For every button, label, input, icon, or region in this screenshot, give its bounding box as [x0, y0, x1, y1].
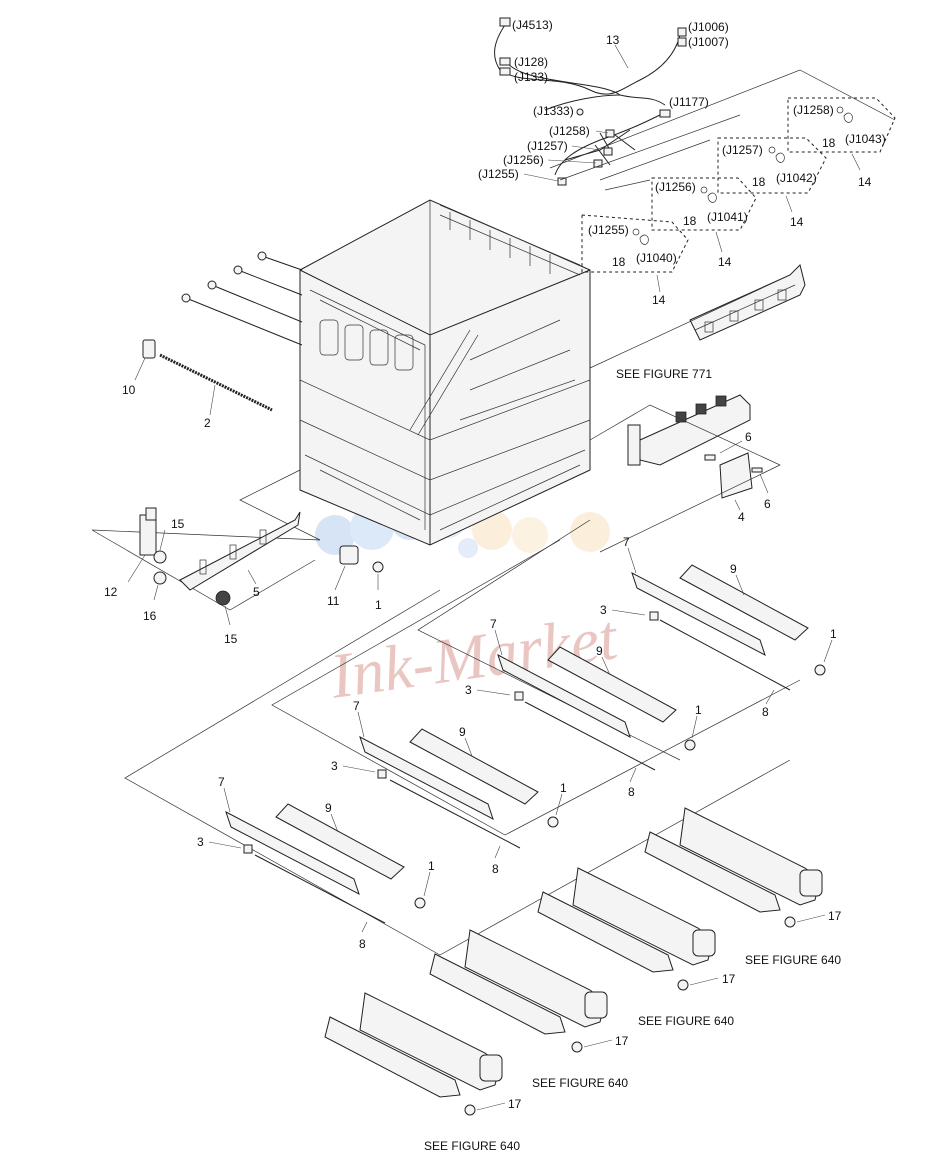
callout-13: 13: [606, 33, 620, 47]
ref-see-figure-640-d: SEE FIGURE 640: [424, 1139, 520, 1153]
drum-unit-2: [537, 867, 716, 991]
main-chassis-frame: [299, 199, 591, 546]
callout-3-a: 3: [600, 603, 607, 617]
callout-18-b: 18: [683, 214, 697, 228]
part-2-rod: [159, 353, 273, 412]
callout-9-c: 9: [459, 725, 466, 739]
callout-1-d: 1: [560, 781, 567, 795]
subassembly-14-a: [581, 214, 689, 273]
connector-j1333: (J1333): [533, 104, 574, 118]
subassembly-14-b: [651, 177, 757, 231]
rail-set-3: [359, 728, 559, 849]
callout-18-c: 18: [752, 175, 766, 189]
callout-14-c: 14: [790, 215, 804, 229]
callout-9-d: 9: [325, 801, 332, 815]
connector-j1256: (J1256): [655, 180, 696, 194]
callout-17-c: 17: [615, 1034, 629, 1048]
callout-14-a: 14: [652, 293, 666, 307]
connector-j1043: (J1043): [845, 132, 886, 146]
drum-unit-1: [644, 807, 823, 928]
callout-2: 2: [204, 416, 211, 430]
callout-5: 5: [253, 585, 260, 599]
callout-11: 11: [327, 594, 340, 608]
connector-j1255-main: (J1255): [478, 167, 519, 181]
screws-left: [181, 251, 303, 346]
callout-7-c: 7: [353, 699, 360, 713]
callout-6-b: 6: [764, 497, 771, 511]
ref-see-figure-640-a: SEE FIGURE 640: [745, 953, 841, 967]
callout-8-b: 8: [628, 785, 635, 799]
connector-j1042: (J1042): [776, 171, 817, 185]
bracket-lines-top: [549, 69, 896, 191]
callout-7-d: 7: [218, 775, 225, 789]
drum-unit-3: [429, 929, 608, 1053]
connector-j1040: (J1040): [636, 251, 677, 265]
callout-16: 16: [143, 609, 157, 623]
callout-7-a: 7: [623, 535, 630, 549]
callout-3-b: 3: [465, 683, 472, 697]
callout-17-a: 17: [828, 909, 842, 923]
rail-set-1: [631, 564, 826, 691]
callout-14-d: 14: [858, 175, 872, 189]
callout-15-a: 15: [171, 517, 185, 531]
callout-17-d: 17: [508, 1097, 522, 1111]
callout-4: 4: [738, 510, 745, 524]
drum-unit-4: [324, 992, 503, 1116]
callout-1-a: 1: [375, 598, 382, 612]
connector-j1257: (J1257): [722, 143, 763, 157]
connector-j1006: (J1006): [688, 20, 729, 34]
connector-j4513: (J4513): [512, 18, 553, 32]
connector-j133: (J133): [514, 70, 548, 84]
ref-see-figure-640-b: SEE FIGURE 640: [638, 1014, 734, 1028]
ref-see-figure-640-c: SEE FIGURE 640: [532, 1076, 628, 1090]
callout-9-a: 9: [730, 562, 737, 576]
callout-8-d: 8: [359, 937, 366, 951]
callout-3-d: 3: [197, 835, 204, 849]
callout-3-c: 3: [331, 759, 338, 773]
callout-15-b: 15: [224, 632, 238, 646]
callout-8-c: 8: [492, 862, 499, 876]
callout-1-c: 1: [695, 703, 702, 717]
callout-18-d: 18: [822, 136, 836, 150]
callout-8-a: 8: [762, 705, 769, 719]
subassembly-14-d: [787, 97, 896, 153]
cable-harness-13: [494, 17, 687, 186]
part-11-motor: [339, 545, 384, 573]
subassembly-14-c: [717, 137, 827, 194]
rail-set-4: [225, 803, 426, 924]
callout-1-b: 1: [830, 627, 837, 641]
connector-j1257-main: (J1257): [527, 139, 568, 153]
part-15-gear-top: [153, 550, 167, 564]
connector-j1256-main: (J1256): [503, 153, 544, 167]
rail-set-2: [497, 646, 696, 771]
part-4-plate: [704, 452, 763, 499]
callout-17-b: 17: [722, 972, 736, 986]
connector-j1041: (J1041): [707, 210, 748, 224]
part-12-bracket: [139, 507, 157, 556]
callout-7-b: 7: [490, 617, 497, 631]
callout-6-a: 6: [745, 430, 752, 444]
callout-9-b: 9: [596, 644, 603, 658]
connector-j128: (J128): [514, 55, 548, 69]
connector-j1258: (J1258): [793, 103, 834, 117]
callout-10: 10: [122, 383, 136, 397]
callout-1-e: 1: [428, 859, 435, 873]
connector-j1255: (J1255): [588, 223, 629, 237]
ref-see-figure-771: SEE FIGURE 771: [616, 367, 712, 381]
callout-12: 12: [104, 585, 118, 599]
connector-j1258-main: (J1258): [549, 124, 590, 138]
part-5-rail: [179, 511, 301, 591]
part-10-bracket: [142, 339, 156, 359]
callout-18-a: 18: [612, 255, 626, 269]
part-16-roller: [153, 571, 167, 585]
connector-j1177: (J1177): [669, 95, 709, 109]
callout-14-b: 14: [718, 255, 732, 269]
sensor-board-assembly: [627, 394, 751, 466]
connector-j1007: (J1007): [688, 35, 729, 49]
part-15-gear-bottom: [215, 590, 231, 606]
